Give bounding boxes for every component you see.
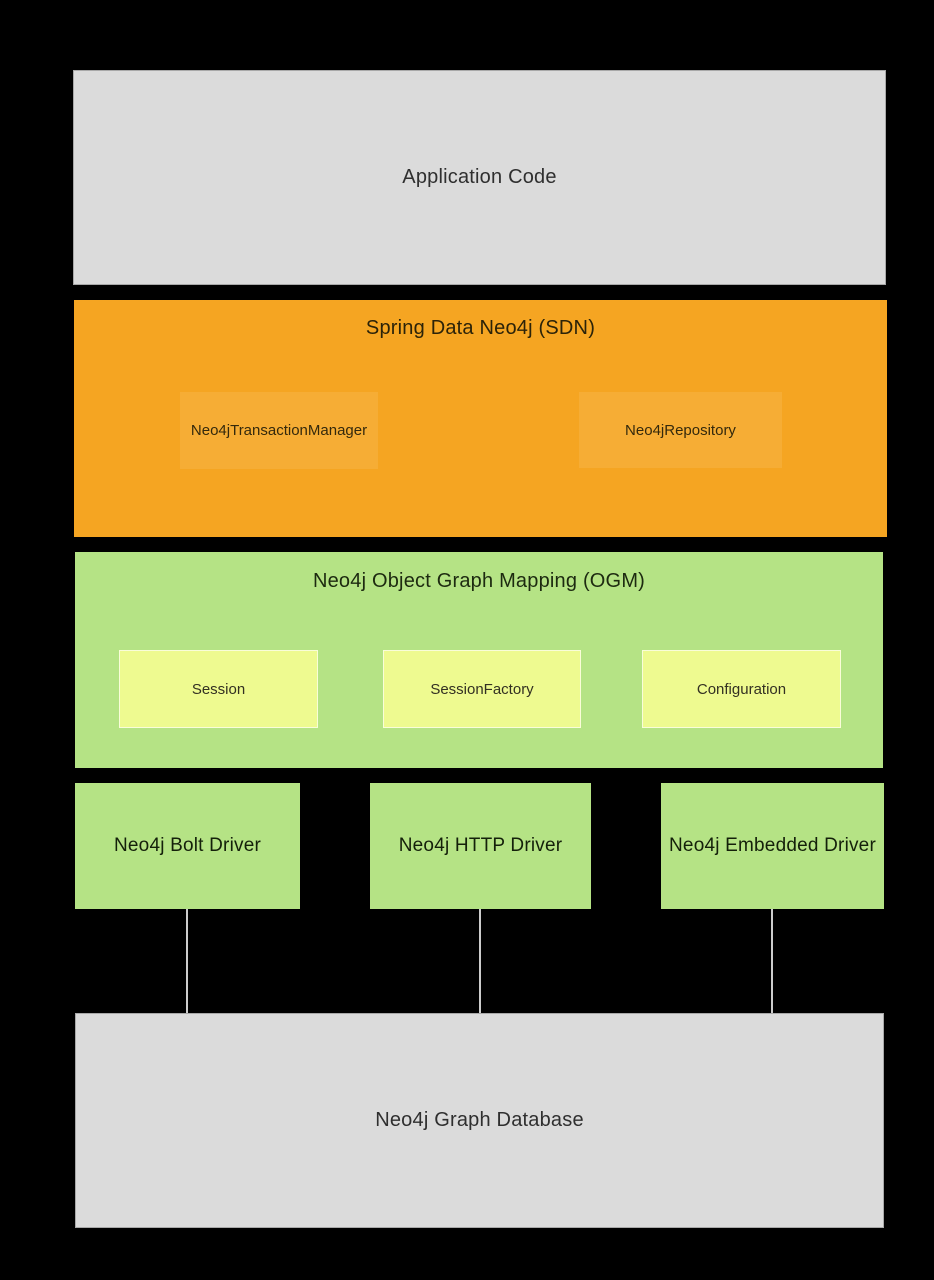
ogm-configuration-label: Configuration: [696, 680, 787, 698]
embedded-driver-box: Neo4j Embedded Driver: [661, 783, 884, 909]
ogm-session-box: Session: [119, 650, 318, 728]
sdn-layer-title: Spring Data Neo4j (SDN): [365, 317, 596, 339]
embedded-driver-label: Neo4j Embedded Driver: [669, 835, 876, 856]
sdn-repository-label: Neo4jRepository: [625, 421, 736, 439]
bolt-driver-connector-line: [186, 909, 188, 1013]
ogm-layer-title: Neo4j Object Graph Mapping (OGM): [312, 570, 646, 592]
ogm-session-label: Session: [191, 680, 246, 698]
http-driver-label: Neo4j HTTP Driver: [398, 835, 563, 856]
embedded-driver-connector-line: [771, 909, 773, 1013]
application-code-label: Application Code: [402, 166, 557, 188]
ogm-layer-box: Neo4j Object Graph Mapping (OGM) Session…: [75, 552, 883, 768]
graph-database-label: Neo4j Graph Database: [375, 1109, 584, 1131]
bolt-driver-label: Neo4j Bolt Driver: [113, 835, 261, 856]
graph-database-box: Neo4j Graph Database: [75, 1013, 884, 1228]
http-driver-box: Neo4j HTTP Driver: [370, 783, 591, 909]
sdn-layer-box: Spring Data Neo4j (SDN) Neo4jTransaction…: [74, 300, 887, 537]
sdn-transaction-manager-box: Neo4jTransactionManager: [180, 392, 378, 469]
http-driver-connector-line: [479, 909, 481, 1013]
sdn-transaction-manager-label: Neo4jTransactionManager: [190, 422, 368, 439]
sdn-repository-box: Neo4jRepository: [579, 392, 782, 468]
ogm-session-factory-label: SessionFactory: [430, 680, 534, 698]
ogm-configuration-box: Configuration: [642, 650, 841, 728]
application-code-box: Application Code: [73, 70, 886, 285]
bolt-driver-box: Neo4j Bolt Driver: [75, 783, 300, 909]
ogm-session-factory-box: SessionFactory: [383, 650, 581, 728]
